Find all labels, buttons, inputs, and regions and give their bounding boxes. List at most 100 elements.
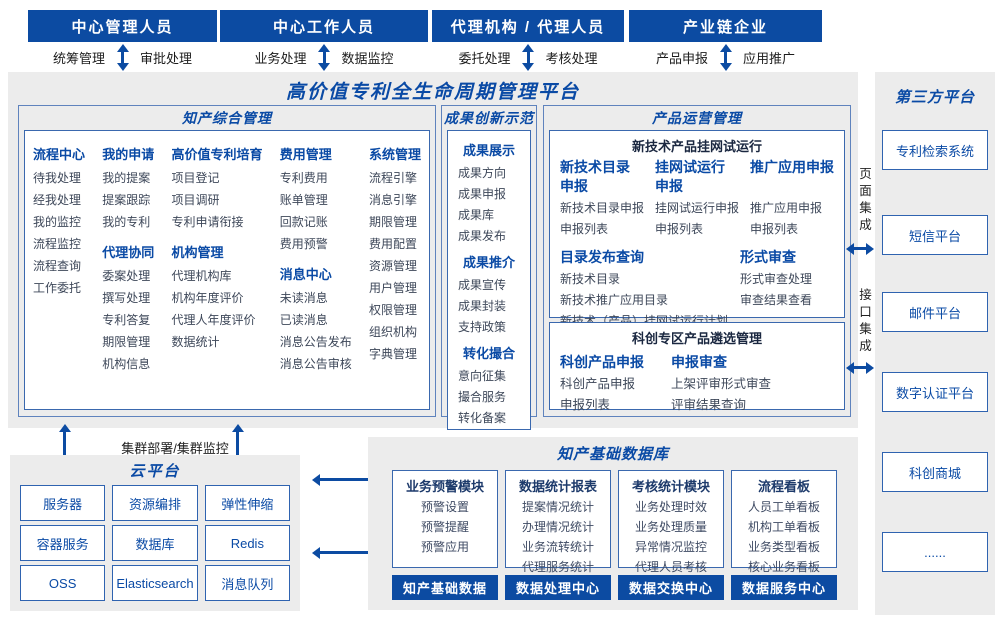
menu-column: 挂网试运行申报 挂网试运行申报 申报列表 <box>655 158 750 240</box>
cloud-platform-title: 云平台 <box>129 463 181 480</box>
menu-item: 机构年度评价 <box>171 291 244 305</box>
menu-item: 项目调研 <box>171 193 220 207</box>
role-function-label: 产品申报 <box>655 50 708 66</box>
menu-column: 流程中心 待我处理 经我处理 我的监控 流程监控 流程查询 工作委托 <box>33 142 85 409</box>
role-title: 产业链企业 <box>629 10 822 42</box>
menu-item: 成果宣传 <box>458 278 507 292</box>
menu-column: 目录发布查询 新技术目录新技术推广应用目录 新技术（产品）挂网试运行计划 <box>560 245 740 332</box>
module-box: 考核统计模块 业务处理时效 业务处理质量 异常情况监控 代理人员考核 <box>618 470 724 574</box>
double-arrow-vertical-icon <box>724 51 727 63</box>
menu-item: 未读消息 <box>279 291 328 305</box>
module-title: 数据统计报表 <box>518 479 597 494</box>
cloud-service-box: 容器服务 <box>20 525 106 561</box>
menu-item: 科创产品申报 <box>560 377 636 391</box>
module-box: 业务预警模块 预警设置 预警提醒 预警应用 <box>392 470 498 568</box>
module-item: 机构工单看板 <box>747 520 820 534</box>
menu-column: 系统管理 流程引擎 消息引擎 期限管理 费用配置 资源管理 用户管理 权限管理 … <box>369 142 421 409</box>
menu-item: 我的监控 <box>33 215 82 229</box>
menu-item: 费用预警 <box>279 237 328 251</box>
double-arrow-vertical-icon <box>236 432 239 460</box>
role-function-label: 考核处理 <box>545 50 598 66</box>
group-title: 目录发布查询 <box>560 249 644 265</box>
role-function-label: 业务处理 <box>254 50 307 66</box>
role-group-center-staff: 中心工作人员 业务处理 数据监控 <box>220 10 428 70</box>
role-group-enterprises: 产业链企业 产品申报 应用推广 <box>629 10 822 70</box>
interface-integration-label: 接口集成 <box>859 288 872 353</box>
double-arrow-vertical-icon <box>322 51 326 63</box>
module-item: 代理人员考核 <box>634 560 707 574</box>
menu-column: 申报审查 上架评审形式审查 评审结果查询 <box>671 350 771 416</box>
menu-item: 审查结果查看 <box>740 293 813 307</box>
double-arrow-horizontal-icon <box>854 366 866 369</box>
menu-item: 回款记账 <box>279 215 328 229</box>
section-achievement: 成果创新示范 成果展示 成果方向 成果申报 成果库 成果发布 成果推介 成果宣传… <box>441 105 537 430</box>
menu-item: 转化备案 <box>458 411 507 425</box>
menu-item: 提案跟踪 <box>102 193 151 207</box>
role-group-agencies: 代理机构 / 代理人员 委托处理 考核处理 <box>432 10 624 70</box>
menu-item: 流程查询 <box>33 259 82 273</box>
cluster-label: 集群部署/集群监控 <box>121 441 229 456</box>
trial-run-box: 新技术产品挂网试运行 新技术目录申报 新技术目录申报 申报列表 挂网试运行申报 … <box>549 130 845 328</box>
cloud-service-box: OSS <box>20 565 106 601</box>
module-item: 人员工单看板 <box>747 500 820 514</box>
module-item: 业务处理质量 <box>634 520 707 534</box>
double-arrow-horizontal-icon <box>320 551 370 554</box>
data-platform-panel: 知产基础数据库 业务预警模块 预警设置 预警提醒 预警应用 数据统计报表 提案情… <box>368 437 858 610</box>
menu-item: 代理人年度评价 <box>171 313 256 327</box>
menu-item: 推广应用申报 <box>750 201 823 215</box>
third-party-box: 短信平台 <box>882 215 988 255</box>
menu-column: 我的申请 我的提案 提案跟踪 我的专利 代理协同 委案处理 撰写处理 专利答复 … <box>102 142 154 409</box>
menu-item: 申报列表 <box>560 222 609 236</box>
module-item: 核心业务看板 <box>747 560 820 574</box>
menu-item: 成果库 <box>458 208 495 222</box>
menu-item: 申报列表 <box>655 222 704 236</box>
section-product-operations: 产品运营管理 新技术产品挂网试运行 新技术目录申报 新技术目录申报 申报列表 挂… <box>543 105 851 417</box>
group-title: 推广应用申报 <box>750 159 834 175</box>
menu-item: 成果发布 <box>458 229 507 243</box>
module-item: 业务类型看板 <box>747 540 820 554</box>
cloud-service-box: 资源编排 <box>112 485 198 521</box>
menu-item: 新技术目录 <box>560 272 621 286</box>
third-party-box: 专利检索系统 <box>882 130 988 170</box>
group-title: 费用管理 <box>279 147 332 162</box>
data-center-bar: 数据交换中心 <box>618 575 724 600</box>
cloud-service-box: Redis <box>204 525 290 561</box>
group-title: 成果推介 <box>462 255 515 270</box>
menu-item: 账单管理 <box>279 193 328 207</box>
menu-item: 形式审查处理 <box>740 272 813 286</box>
role-function-label: 审批处理 <box>140 50 193 66</box>
menu-item: 挂网试运行申报 <box>655 201 740 215</box>
module-title: 考核统计模块 <box>631 479 710 494</box>
menu-item: 待我处理 <box>33 171 82 185</box>
menu-item: 期限管理 <box>368 215 417 229</box>
third-party-box: 邮件平台 <box>882 292 988 332</box>
data-center-bar: 数据处理中心 <box>505 575 611 600</box>
menu-item: 代理机构库 <box>171 269 232 283</box>
group-title: 成果展示 <box>462 143 515 158</box>
platform-title: 高价值专利全生命周期管理平台 <box>285 82 580 103</box>
data-platform-title: 知产基础数据库 <box>556 446 669 463</box>
menu-column: 高价值专利培育 项目登记 项目调研 专利申请衔接 机构管理 代理机构库 机构年度… <box>171 142 262 409</box>
group-title: 代理协同 <box>102 245 155 260</box>
menu-item: 组织机构 <box>368 325 417 339</box>
menu-item: 消息引擎 <box>368 193 417 207</box>
menu-column: 新技术目录申报 新技术目录申报 申报列表 <box>560 158 655 240</box>
section-body: 流程中心 待我处理 经我处理 我的监控 流程监控 流程查询 工作委托 我的申请 … <box>24 130 430 410</box>
role-title: 中心管理人员 <box>28 10 217 42</box>
menu-column: 形式审查 形式审查处理 审查结果查看 <box>740 245 834 332</box>
menu-item: 经我处理 <box>33 193 82 207</box>
box-title: 新技术产品挂网试运行 <box>631 139 762 154</box>
cloud-platform-panel: 云平台 服务器 资源编排 弹性伸缩 容器服务 数据库 Redis OSS Ela… <box>10 455 300 611</box>
group-title: 申报审查 <box>671 354 727 370</box>
third-party-box: ...... <box>882 532 988 572</box>
module-item: 预警应用 <box>420 540 469 554</box>
section-body: 成果展示 成果方向 成果申报 成果库 成果发布 成果推介 成果宣传 成果封装 支… <box>447 130 531 430</box>
menu-column: 科创产品申报 科创产品申报 申报列表 <box>560 350 671 416</box>
module-item: 提案情况统计 <box>521 500 594 514</box>
third-party-box: 科创商城 <box>882 452 988 492</box>
menu-item: 意向征集 <box>458 369 507 383</box>
menu-item: 委案处理 <box>102 269 151 283</box>
group-title: 科创产品申报 <box>560 354 644 370</box>
menu-item: 消息公告审核 <box>279 357 352 371</box>
